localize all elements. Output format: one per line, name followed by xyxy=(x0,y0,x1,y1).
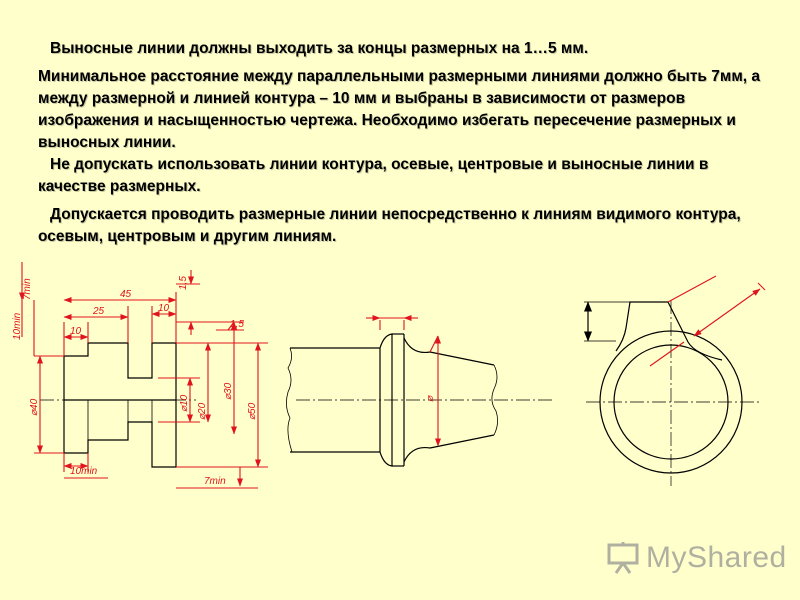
dim-7min-bottom-label: 7min xyxy=(204,476,226,487)
presentation-board-icon xyxy=(607,542,639,574)
rule-paragraph-3: Не допускать использовать линии контура,… xyxy=(38,156,709,195)
rule-paragraph-2: Минимальное расстояние между параллельны… xyxy=(38,68,761,151)
logo-text: MyShared xyxy=(646,541,787,574)
dim-diameter-10-label: ⌀10 xyxy=(179,394,190,412)
stepped-shaft-figure: 45 25 10 10 1,5 1,5 7min 10min 10min 7mi… xyxy=(12,262,268,489)
dim-diameter-40-label: ⌀40 xyxy=(29,398,40,416)
cone-shaft-figure: ⌀ xyxy=(286,315,552,467)
dim-10min-bottom-label: 10min xyxy=(70,466,98,477)
dim-cone-diameter-label: ⌀ xyxy=(425,395,436,402)
dim-diameter-20-label: ⌀20 xyxy=(197,402,208,420)
dim-10-right-label: 10 xyxy=(158,303,170,314)
dim-10-label: 10 xyxy=(70,326,82,337)
dim-45-label: 45 xyxy=(120,289,132,300)
dim-1-5-second-label: 1,5 xyxy=(230,319,244,330)
dim-diameter-50-label: ⌀50 xyxy=(247,402,258,420)
dim-diameter-30-label: ⌀30 xyxy=(223,382,234,400)
dim-10min-label: 10min xyxy=(12,312,23,340)
dim-7min-label: 7min xyxy=(22,278,33,300)
ring-lug-figure xyxy=(584,275,766,486)
dim-1-5-label: 1,5 xyxy=(178,276,189,290)
dim-25-label: 25 xyxy=(92,306,105,317)
rule-paragraph-1: Выносные линии должны выходить за концы … xyxy=(50,40,589,57)
myshared-logo: MyShared xyxy=(606,538,787,578)
rule-paragraph-4: Допускается проводить размерные линии не… xyxy=(38,206,741,245)
